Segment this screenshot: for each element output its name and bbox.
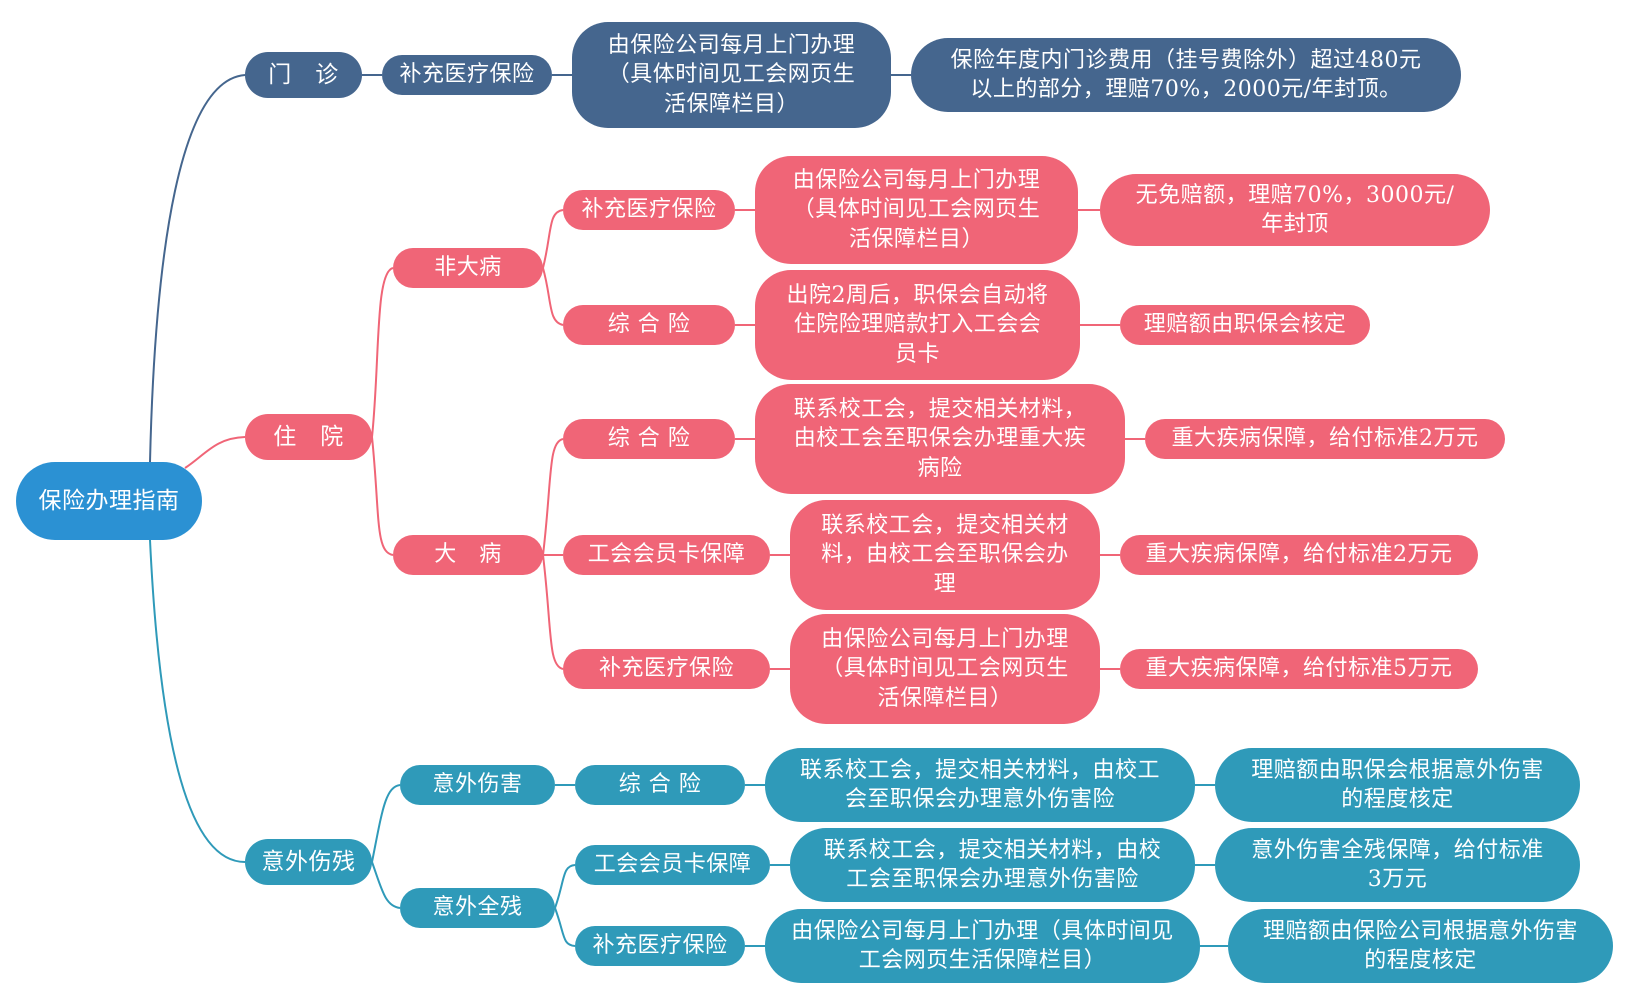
- non-major-comprehensive-insurance[interactable]: 综 合 险: [563, 305, 735, 345]
- injury-comprehensive-process[interactable]: 联系校工会，提交相关材料，由校工会至职保会办理意外伤害险: [765, 748, 1195, 822]
- major-supplementary-process[interactable]: 由保险公司每月上门办理（具体时间见工会网页生活保障栏目）: [790, 614, 1100, 724]
- branch-outpatient[interactable]: 门 诊: [245, 52, 362, 98]
- injury-comprehensive-benefit[interactable]: 理赔额由职保会根据意外伤害的程度核定: [1215, 748, 1580, 822]
- major-union-card-process[interactable]: 联系校工会，提交相关材料，由校工会至职保会办理: [790, 500, 1100, 610]
- hospital-major-illness[interactable]: 大 病: [393, 535, 543, 575]
- accident-injury[interactable]: 意外伤害: [400, 765, 555, 805]
- disability-union-card-process[interactable]: 联系校工会，提交相关材料，由校工会至职保会办理意外伤害险: [790, 828, 1195, 902]
- disability-supplementary-insurance[interactable]: 补充医疗保险: [575, 926, 745, 966]
- disability-union-card-benefit[interactable]: 意外伤害全残保障，给付标准3万元: [1215, 828, 1580, 902]
- accident-total-disability[interactable]: 意外全残: [400, 888, 555, 928]
- disability-supplementary-benefit[interactable]: 理赔额由保险公司根据意外伤害的程度核定: [1228, 909, 1613, 983]
- hospital-non-major-illness[interactable]: 非大病: [393, 248, 543, 288]
- non-major-supplementary-process[interactable]: 由保险公司每月上门办理（具体时间见工会网页生活保障栏目）: [755, 156, 1078, 264]
- branch-hospital[interactable]: 住 院: [245, 414, 372, 460]
- major-union-card-benefit[interactable]: 重大疾病保障，给付标准2万元: [1120, 535, 1478, 575]
- major-comprehensive-benefit[interactable]: 重大疾病保障，给付标准2万元: [1145, 419, 1505, 459]
- outpatient-process[interactable]: 由保险公司每月上门办理（具体时间见工会网页生活保障栏目）: [572, 22, 891, 128]
- root-node[interactable]: 保险办理指南: [16, 462, 202, 540]
- major-supplementary-benefit[interactable]: 重大疾病保障，给付标准5万元: [1120, 649, 1478, 689]
- major-comprehensive-process[interactable]: 联系校工会，提交相关材料，由校工会至职保会办理重大疾病险: [755, 384, 1125, 494]
- outpatient-supplementary-insurance[interactable]: 补充医疗保险: [382, 55, 552, 95]
- non-major-supplementary-insurance[interactable]: 补充医疗保险: [563, 190, 735, 230]
- disability-supplementary-process[interactable]: 由保险公司每月上门办理（具体时间见工会网页生活保障栏目）: [765, 909, 1200, 983]
- non-major-comprehensive-benefit[interactable]: 理赔额由职保会核定: [1120, 305, 1370, 345]
- branch-accident[interactable]: 意外伤残: [245, 839, 372, 885]
- injury-comprehensive-insurance[interactable]: 综 合 险: [575, 765, 745, 805]
- major-supplementary-insurance[interactable]: 补充医疗保险: [563, 649, 770, 689]
- non-major-supplementary-benefit[interactable]: 无免赔额，理赔70%，3000元/年封顶: [1100, 174, 1490, 246]
- major-union-card-protection[interactable]: 工会会员卡保障: [563, 535, 770, 575]
- disability-union-card-protection[interactable]: 工会会员卡保障: [575, 845, 770, 885]
- non-major-comprehensive-process[interactable]: 出院2周后，职保会自动将住院险理赔款打入工会会员卡: [755, 270, 1080, 380]
- outpatient-benefit[interactable]: 保险年度内门诊费用（挂号费除外）超过480元以上的部分，理赔70%，2000元/…: [911, 38, 1461, 112]
- major-comprehensive-insurance[interactable]: 综 合 险: [563, 419, 735, 459]
